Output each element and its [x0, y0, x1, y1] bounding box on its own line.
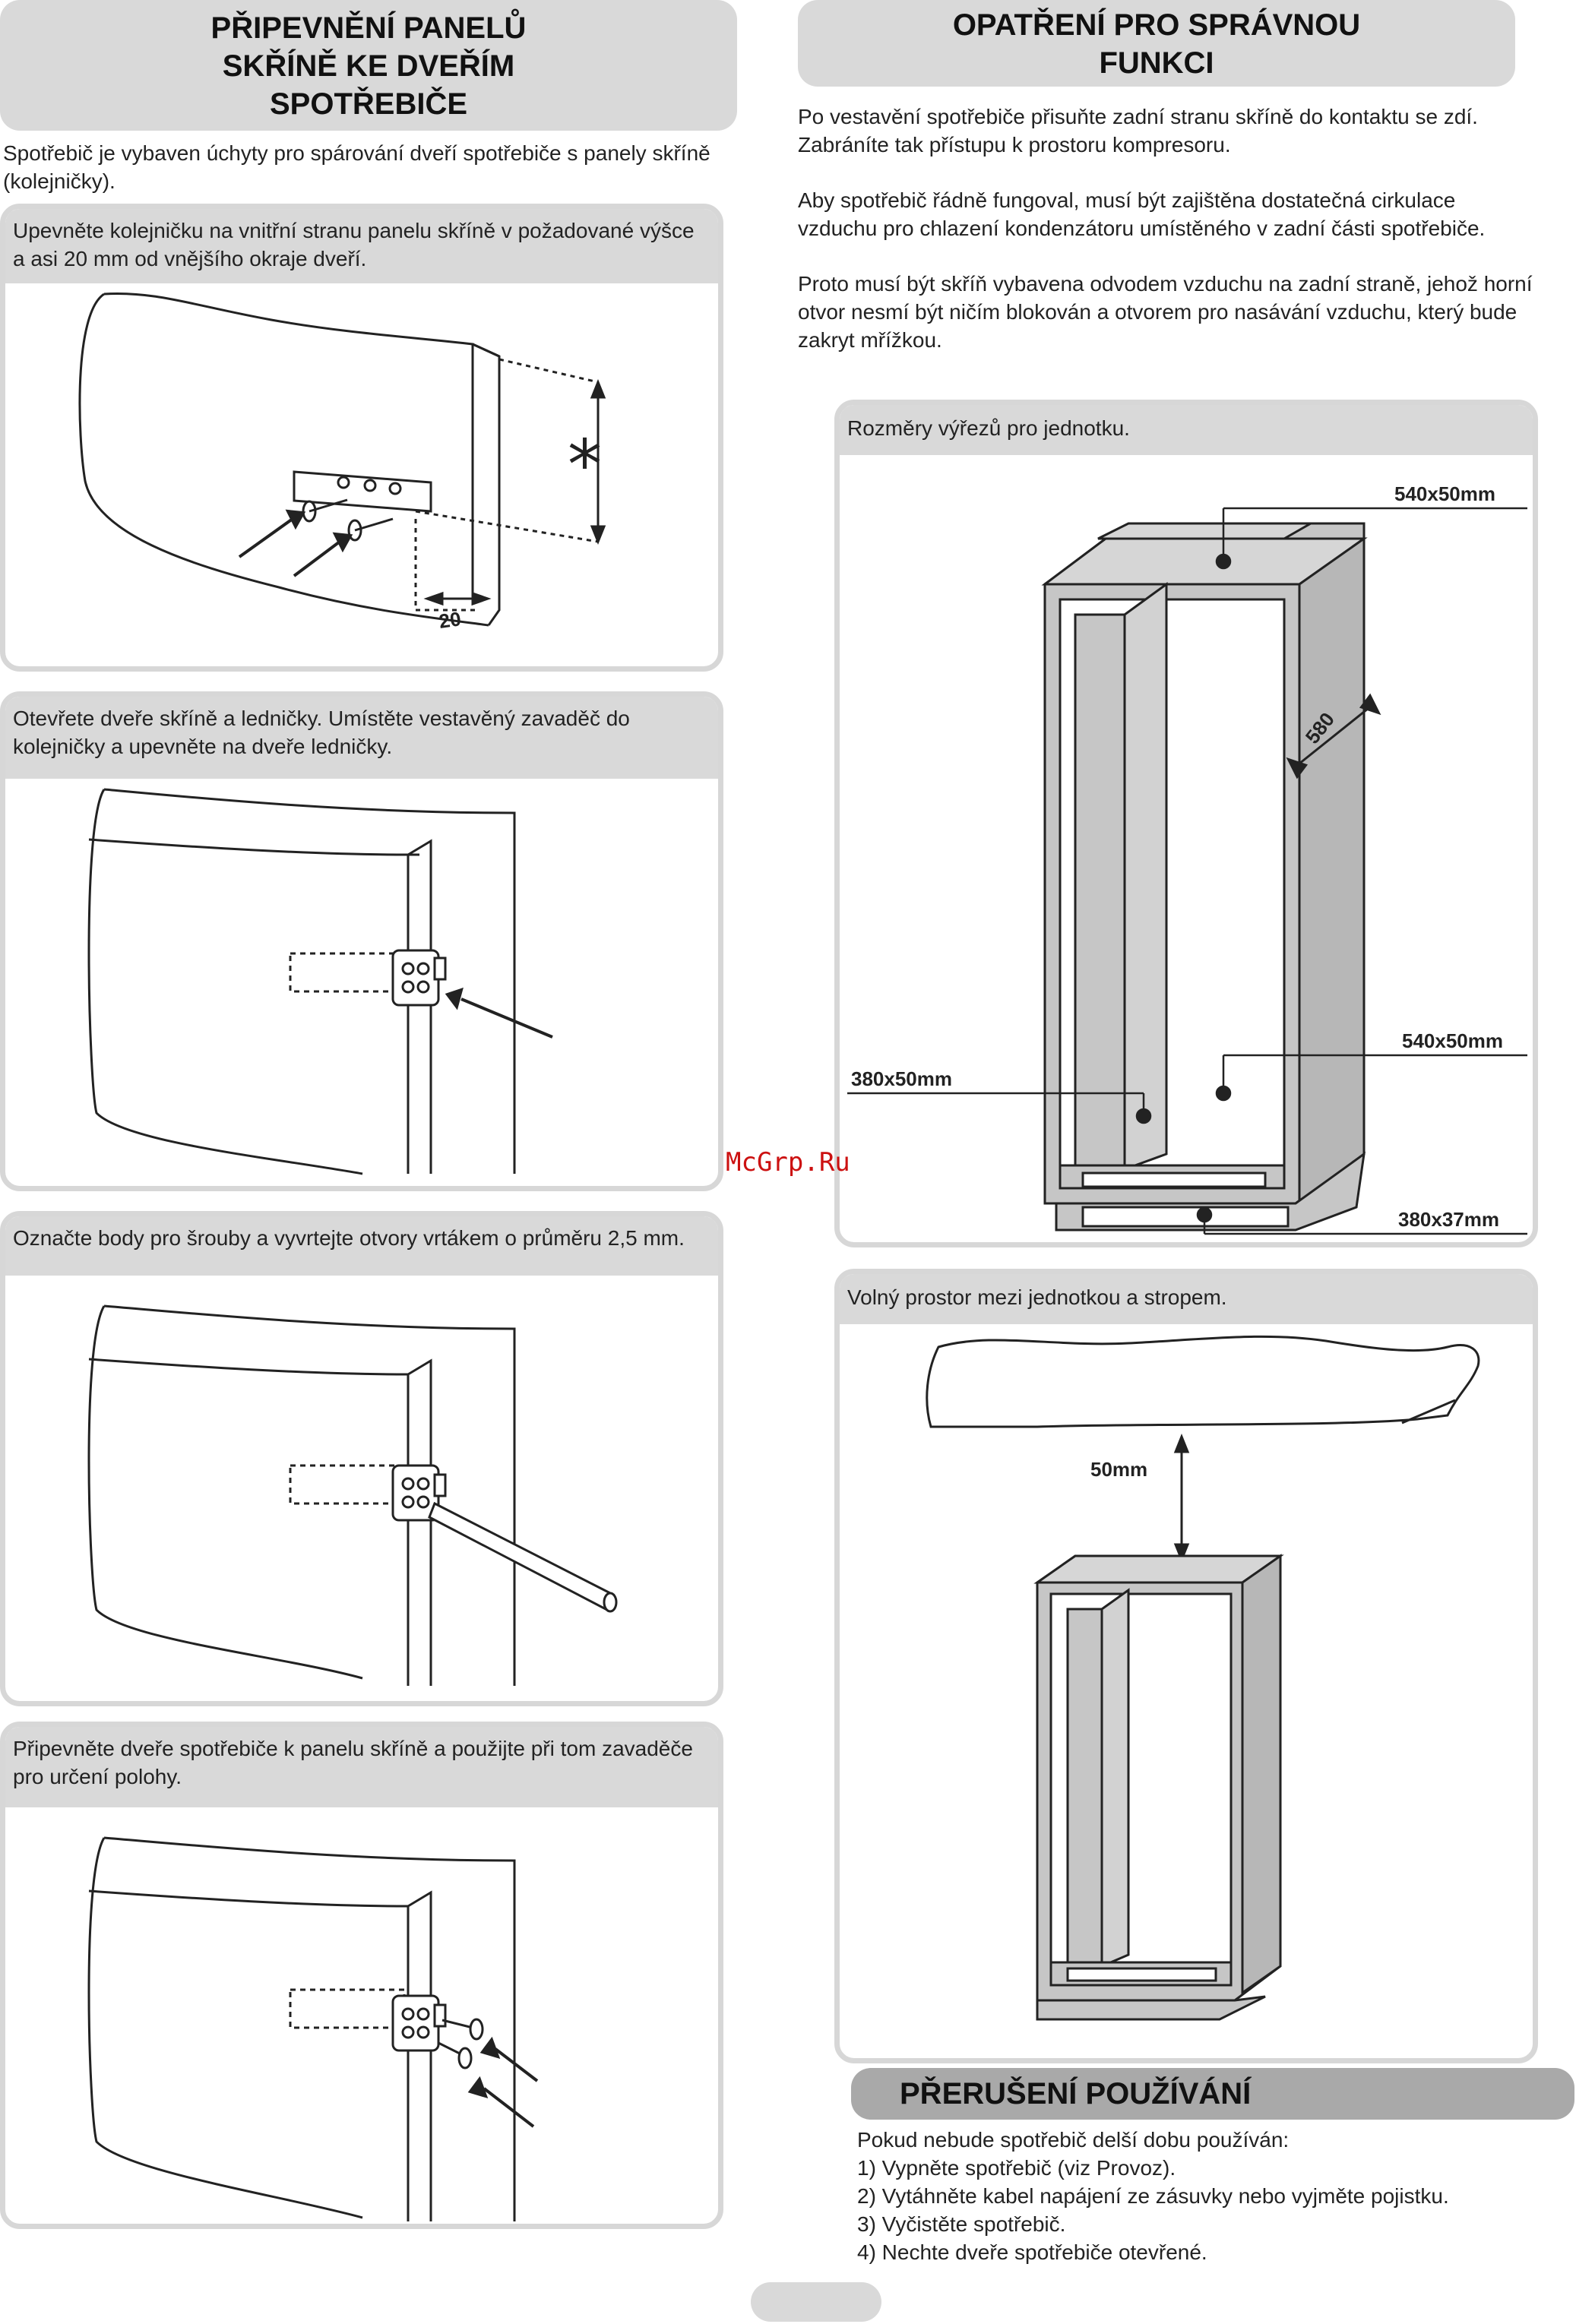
clearance-diagram: 50mm: [926, 1335, 1480, 2021]
step-2-caption: Otevřete dveře skříně a ledničky. Umístě…: [5, 697, 718, 779]
left-intro-text: Spotřebič je vybaven úchyty pro spárován…: [3, 141, 710, 193]
interruption-lines: Pokud nebude spotřebič delší dobu použív…: [857, 2126, 1564, 2266]
step-1-diagram: * 20: [78, 292, 606, 633]
clearance-caption: Volný prostor mezi jednotkou a stropem.: [840, 1274, 1533, 1324]
step-1-caption: Upevněte kolejničku na vnitřní stranu pa…: [5, 209, 718, 283]
right-paragraph-3: Proto musí být skříň vybavena odvodem vz…: [798, 272, 1533, 352]
step-1-panel: Upevněte kolejničku na vnitřní stranu pa…: [0, 204, 723, 672]
dim-base: 380x37mm: [1398, 1208, 1499, 1231]
step-1-star-label: *: [568, 425, 602, 505]
clearance-dim: 50mm: [1090, 1458, 1147, 1481]
bracket-icon: [391, 1994, 447, 2052]
right-section-header: OPATŘENÍ PRO SPRÁVNOU FUNKCI: [798, 0, 1515, 87]
left-section-header: PŘIPEVNĚNÍ PANELŮ SKŘÍNĚ KE DVEŘÍM SPOTŘ…: [0, 0, 737, 131]
step-3-diagram: [87, 1304, 618, 1686]
cutout-panel: Rozměry výřezů pro jednotku.: [834, 400, 1538, 1247]
step-4-caption: Připevněte dveře spotřebiče k panelu skř…: [5, 1727, 718, 1807]
interruption-line-1: 1) Vypněte spotřebič (viz Provoz).: [857, 2156, 1176, 2180]
interruption-line-0: Pokud nebude spotřebič delší dobu použív…: [857, 2128, 1290, 2152]
rail-bracket: [293, 470, 432, 513]
interruption-line-2: 2) Vytáhněte kabel napájení ze zásuvky n…: [857, 2184, 1449, 2208]
interruption-header: PŘERUŠENÍ POUŽÍVÁNÍ: [851, 2068, 1574, 2120]
step-4-panel: Připevněte dveře spotřebiče k panelu skř…: [0, 1722, 723, 2229]
step-1-20-label: 20: [438, 607, 463, 633]
left-header-line-1: PŘIPEVNĚNÍ PANELŮ: [210, 11, 527, 45]
cutout-caption: Rozměry výřezů pro jednotku.: [840, 405, 1533, 455]
arrow-icon: [467, 2036, 539, 2128]
arrow-icon: [445, 987, 553, 1039]
step-2-panel: Otevřete dveře skříně a ledničky. Umístě…: [0, 691, 723, 1191]
arrow-icon: [238, 509, 353, 577]
cutout-diagram: 540x50mm 580 540x50mm 380x50mm 380x37mm: [847, 482, 1527, 1235]
right-paragraph-2: Aby spotřebič řádně fungoval, musí být z…: [798, 188, 1486, 240]
clearance-panel: Volný prostor mezi jednotkou a stropem. …: [834, 1269, 1538, 2063]
watermark-text: McGrp.Ru: [726, 1147, 850, 1178]
right-header-line-1: OPATŘENÍ PRO SPRÁVNOU: [952, 8, 1361, 42]
left-header-line-2: SKŘÍNĚ KE DVEŘÍM: [222, 49, 515, 83]
right-header-line-2: FUNKCI: [1099, 46, 1214, 80]
interruption-line-4: 4) Nechte dveře spotřebiče otevřené.: [857, 2240, 1207, 2264]
screw-icon: [438, 2018, 484, 2069]
step-4-diagram: [87, 1836, 539, 2221]
page-number-pill: [751, 2282, 881, 2322]
bracket-icon: [391, 1464, 447, 1522]
dim-bottom-right: 540x50mm: [1402, 1029, 1503, 1052]
step-3-caption: Označte body pro šrouby a vyvrtejte otvo…: [5, 1216, 718, 1276]
right-paragraph-1: Po vestavění spotřebiče přisuňte zadní s…: [798, 105, 1478, 157]
interruption-line-3: 3) Vyčistěte spotřebič.: [857, 2212, 1066, 2236]
dim-bottom-left: 380x50mm: [851, 1067, 952, 1090]
bracket-icon: [391, 949, 447, 1007]
drill-icon: [428, 1501, 618, 1613]
step-2-diagram: [87, 788, 553, 1175]
dim-top: 540x50mm: [1394, 482, 1495, 505]
step-3-panel: Označte body pro šrouby a vyvrtejte otvo…: [0, 1211, 723, 1706]
left-header-line-3: SPOTŘEBIČE: [269, 87, 468, 121]
